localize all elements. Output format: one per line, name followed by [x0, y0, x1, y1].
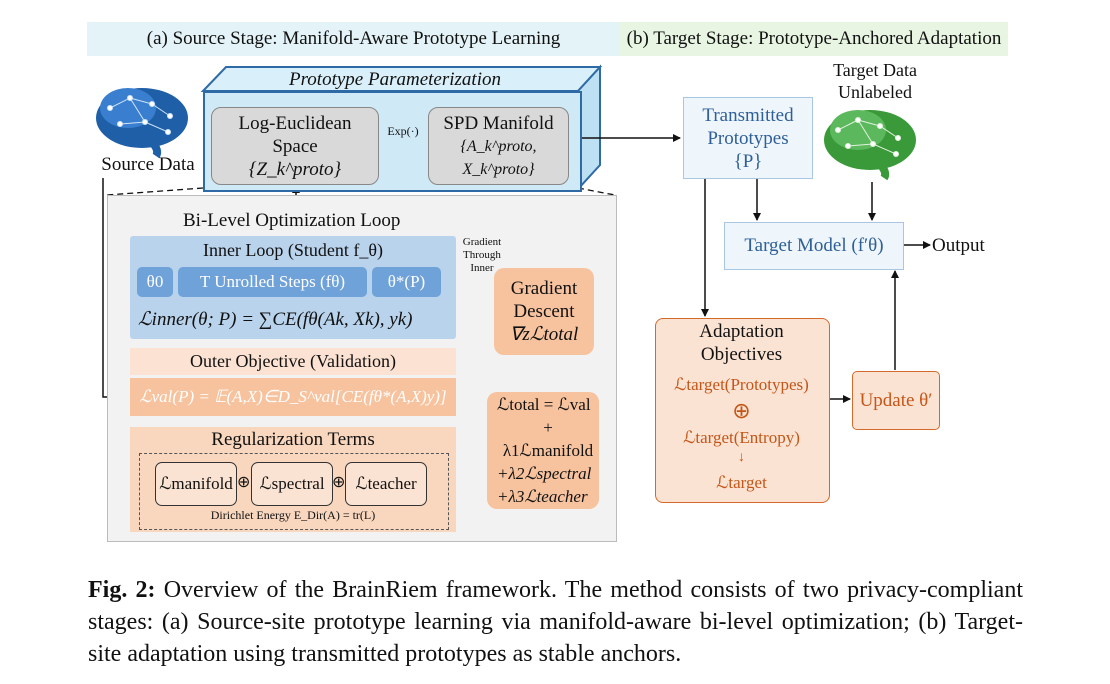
prototype-target-loss: ℒtarget(Prototypes): [674, 375, 809, 394]
figure-caption: Fig. 2: Overview of the BrainRiem framew…: [88, 574, 1023, 670]
prototype-parameterization-title: Prototype Parameterization: [289, 69, 501, 90]
gradient-descent-box: Gradient Descent ∇zℒtotal: [494, 268, 594, 355]
caption-text: Overview of the BrainRiem framework. The…: [88, 577, 1023, 667]
log-euclidean-box: Log-Euclidean Space {Z_k^proto}: [211, 107, 379, 185]
target-data-line1: Target Data: [833, 60, 917, 80]
total-loss-line2: + λ1ℒmanifold: [502, 418, 594, 460]
target-data-line2: Unlabeled: [838, 82, 912, 102]
oplus-symbol-1: ⊕: [237, 474, 251, 491]
total-loss-line1: ℒtotal = ℒval: [497, 395, 591, 414]
spectral-term-box: ℒspectral: [251, 462, 333, 506]
theta0-pill: θ0: [137, 267, 173, 297]
log-euclidean-line2: Space: [272, 135, 318, 157]
outer-loss-equation: ℒval(P) = 𝔼(A,X)∈D_S^val[CE(fθ*(A,X)y)]: [130, 378, 456, 416]
teacher-term-box: ℒteacher: [345, 462, 427, 506]
caption-label: Fig. 2:: [88, 577, 156, 603]
dirichlet-energy-label: Dirichlet Energy E_Dir(A) = tr(L): [210, 508, 376, 522]
entropy-target-loss: ℒtarget(Entropy): [683, 428, 800, 447]
outer-objective-title: Outer Objective (Validation): [130, 348, 456, 375]
inner-loss-equation: ℒinner(θ; P) = ∑CE(fθ(Ak, Xk), yk): [138, 309, 413, 330]
transmitted-line2: Prototypes: [707, 127, 789, 149]
regularization-dashed-frame: [139, 453, 449, 530]
adaptation-objectives-title: Adaptation Objectives: [655, 320, 828, 366]
regularization-title: Regularization Terms: [211, 429, 375, 450]
transmitted-line3: {P}: [733, 150, 763, 172]
gradient-through-inner-note: Gradient Through Inner: [462, 236, 502, 274]
update-theta-box: Update θ′: [852, 371, 940, 430]
gradient-descent-line1: Gradient: [510, 278, 578, 299]
target-model-box: Target Model (f′θ): [724, 222, 904, 270]
inner-loop-title: Inner Loop (Student f_θ): [202, 240, 384, 260]
adapt-oplus-symbol: ⊕: [732, 398, 751, 423]
gradient-descent-line2: Descent: [513, 301, 575, 322]
adaptation-objectives-box: [655, 318, 830, 503]
final-target-loss: ℒtarget: [716, 473, 767, 492]
target-stage-banner: (b) Target Stage: Prototype-Anchored Ada…: [620, 22, 1008, 56]
adaptation-title-line1: Adaptation: [699, 321, 784, 342]
total-loss-line4: +λ3ℒteacher: [497, 487, 588, 506]
transmitted-line1: Transmitted: [702, 104, 794, 126]
manifold-term-box: ℒmanifold: [155, 462, 237, 506]
source-brain-icon: [96, 88, 188, 159]
spd-manifold-line2: {A_k^proto, X_k^proto}: [460, 137, 537, 178]
down-arrow-icon: ↓: [738, 450, 745, 465]
source-stage-banner: (a) Source Stage: Manifold-Aware Prototy…: [87, 22, 620, 56]
transmitted-prototypes-box: Transmitted Prototypes {P}: [683, 97, 813, 179]
unrolled-steps-pill: T Unrolled Steps (fθ): [178, 267, 367, 297]
adaptation-title-line2: Objectives: [700, 344, 783, 365]
log-euclidean-line1: Log-Euclidean: [238, 112, 352, 134]
target-data-label: Target Data Unlabeled: [805, 59, 945, 103]
theta-star-pill: θ*(P): [372, 267, 441, 297]
source-data-label: Source Data: [101, 154, 195, 175]
log-euclidean-line3: {Z_k^proto}: [248, 158, 342, 180]
target-brain-icon: [824, 110, 916, 181]
exp-map-label: Exp(·): [387, 124, 419, 138]
gradient-descent-line3: ∇zℒtotal: [509, 324, 579, 345]
total-loss-box: ℒtotal = ℒval + λ1ℒmanifold +λ2ℒspectral…: [487, 392, 599, 509]
spd-manifold-box: SPD Manifold {A_k^proto, X_k^proto}: [428, 107, 569, 185]
oplus-symbol-2: ⊕: [332, 474, 346, 491]
bilevel-title: Bi-Level Optimization Loop: [183, 210, 401, 231]
total-loss-line3: +λ2ℒspectral: [497, 464, 592, 483]
output-label: Output: [932, 235, 985, 256]
spd-manifold-line1: SPD Manifold: [443, 112, 554, 134]
